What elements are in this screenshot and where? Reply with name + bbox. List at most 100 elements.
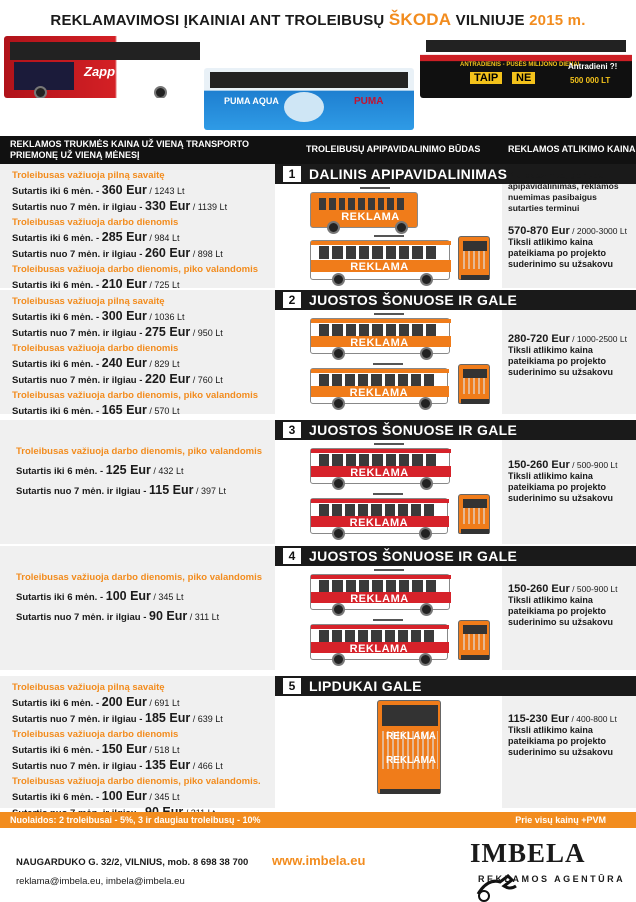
- price-row: Sutartis iki 6 mėn. - 150 Eur / 518 Lt: [12, 742, 261, 758]
- trolley-poles: [373, 493, 404, 499]
- price-section-3: 3 JUOSTOS ŠONUOSE IR GALE Troleibusas važi…: [0, 420, 636, 544]
- logo-subtitle: REKLAMOS AGENTŪRA: [478, 874, 626, 884]
- price-lt: / 1243 Lt: [146, 186, 185, 196]
- execution-price-lt: / 1000-2500 Lt: [569, 334, 627, 344]
- contract-term: Sutartis nuo 7 mėn. ir ilgiau -: [16, 612, 150, 623]
- rear-panel: [463, 377, 487, 394]
- website-link[interactable]: www.imbela.eu: [272, 853, 366, 868]
- bus-window: [399, 580, 410, 592]
- bus-wheel: [418, 397, 432, 410]
- contract-term: Sutartis iki 6 mėn. -: [12, 406, 102, 417]
- execution-price-eur: 115-230 Eur: [508, 713, 570, 725]
- bus-window: [319, 198, 326, 210]
- bus-window: [332, 504, 343, 516]
- bus-window: [358, 504, 369, 516]
- bus-wheel: [420, 347, 434, 360]
- logo-text: IMBELA: [470, 838, 585, 868]
- price-lines: Troleibusas važiuoja darbo dienomis, pik…: [16, 442, 262, 501]
- bus-wheel: [418, 653, 432, 666]
- bus-window: [410, 374, 421, 386]
- email-links[interactable]: reklama@imbela.eu, imbela@imbela.eu: [16, 876, 185, 887]
- schedule-heading: Troleibusas važiuoja darbo dienomis, pik…: [12, 264, 259, 275]
- bus-window: [410, 630, 421, 642]
- bus-window: [319, 374, 330, 386]
- contract-term: Sutartis nuo 7 mėn. ir ilgiau -: [12, 249, 146, 260]
- bus-photo-middle: PUMA AQUA PUMA: [204, 68, 414, 130]
- execution-price-lt: / 400-800 Lt: [569, 714, 617, 724]
- price-row: Sutartis iki 6 mėn. - 200 Eur / 691 Lt: [12, 695, 261, 711]
- bus-window: [371, 504, 382, 516]
- price-row: Sutartis nuo 7 mėn. ir ilgiau - 275 Eur …: [12, 325, 258, 341]
- bus2-ad-text: PUMA AQUA: [224, 96, 279, 106]
- bus3-ad-text: ANTRADIENIS - PUSĖS MILIJONO DIENA!: [460, 62, 580, 68]
- bus2-ad-brand: PUMA: [354, 96, 384, 107]
- reklama-label: REKLAMA: [350, 467, 409, 479]
- bus-photo-right: ANTRADIENIS - PUSĖS MILIJONO DIENA! TAIP…: [420, 36, 632, 98]
- ad-bottle-graphic: [284, 92, 324, 122]
- bus-window: [412, 580, 423, 592]
- price-row: Sutartis nuo 7 mėn. ir ilgiau - 185 Eur …: [12, 711, 261, 727]
- price-lt: / 311 Lt: [187, 612, 220, 622]
- rear-window: [463, 625, 487, 634]
- price-lt: / 570 Lt: [146, 406, 180, 416]
- price-lt: / 432 Lt: [150, 466, 184, 476]
- contract-term: Sutartis iki 6 mėn. -: [12, 745, 102, 756]
- trolley-poles: [373, 619, 404, 625]
- price-lt: / 345 Lt: [150, 592, 184, 602]
- section-left-bg: [0, 420, 275, 544]
- rear-window: [382, 705, 438, 726]
- section-name: JUOSTOS ŠONUOSE IR GALE: [309, 422, 518, 438]
- bus-wheel: [327, 221, 341, 234]
- execution-price-range: 150-260 Eur / 500-900 Lt: [508, 584, 632, 595]
- bus-wheel: [332, 477, 345, 490]
- schedule-heading: Troleibusas važiuoja pilną savaitę: [12, 170, 165, 181]
- bus-window: [338, 198, 346, 210]
- section-name: DALINIS APIPAVIDALINIMAS: [309, 166, 508, 182]
- section-number: 4: [283, 548, 301, 564]
- schedule-heading: Troleibusas važiuoja pilną savaitę: [12, 296, 165, 307]
- bus-window: [345, 580, 356, 592]
- section-number: 3: [283, 422, 301, 438]
- price-lines: Troleibusas važiuoja darbo dienomis, pik…: [16, 568, 262, 627]
- price-eur: 200 Eur: [101, 695, 147, 709]
- bus-window: [397, 374, 408, 386]
- section-right-bg: [502, 420, 636, 544]
- bus-window: [372, 324, 383, 336]
- bus-window: [358, 374, 369, 386]
- bus-window: [332, 324, 343, 336]
- rear-panel: [463, 507, 487, 524]
- title-brand: ŠKODA: [388, 10, 452, 29]
- price-eur: 100 Eur: [105, 589, 151, 603]
- header-col-execution: REKLAMOS ATLIKIMO KAINA: [508, 144, 636, 154]
- section-left-bg: [0, 546, 275, 670]
- bus-window: [397, 504, 408, 516]
- section-right-bg: [502, 546, 636, 670]
- rear-window: [463, 241, 487, 251]
- rear-panel: [463, 251, 487, 269]
- price-row: Sutartis iki 6 mėn. - 240 Eur / 829 Lt: [12, 356, 258, 372]
- contract-term: Sutartis iki 6 mėn. -: [12, 312, 102, 323]
- section-number: 2: [283, 292, 301, 308]
- price-row: Sutartis nuo 7 mėn. ir ilgiau - 220 Eur …: [12, 372, 258, 388]
- bus-window: [423, 374, 434, 386]
- bus-window: [372, 246, 383, 259]
- contract-term: Sutartis nuo 7 mėn. ir ilgiau -: [12, 328, 146, 339]
- reklama-label: REKLAMA: [349, 517, 409, 529]
- reklama-label: REKLAMA: [386, 755, 436, 766]
- contract-term: Sutartis iki 6 mėn. -: [12, 233, 102, 244]
- price-row: Sutartis nuo 7 mėn. ir ilgiau - 330 Eur …: [12, 199, 258, 215]
- bus-wheel: [331, 397, 345, 410]
- contract-term: Sutartis iki 6 mėn. -: [16, 466, 106, 477]
- bus-window: [348, 198, 356, 210]
- price-row: Sutartis iki 6 mėn. - 300 Eur / 1036 Lt: [12, 309, 258, 325]
- trolleybus-rear-view: [458, 236, 490, 280]
- price-row: Sutartis nuo 7 mėn. ir ilgiau - 90 Eur /…: [16, 607, 262, 627]
- ad-stripe: [311, 386, 449, 398]
- bus-wheel: [420, 603, 434, 616]
